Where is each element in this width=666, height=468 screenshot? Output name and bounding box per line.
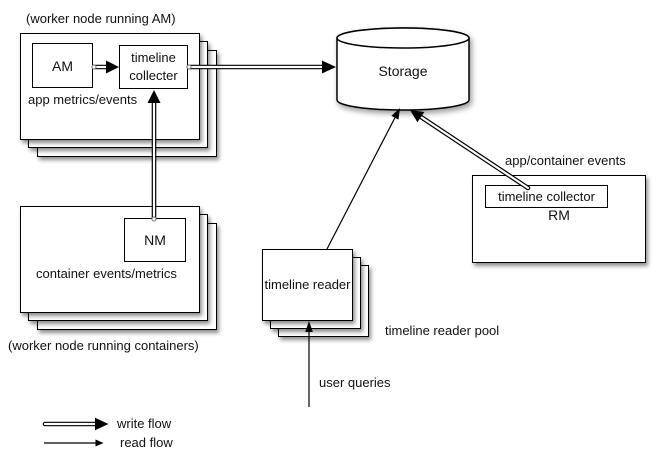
read-arrow-reader-to-storage <box>326 108 400 250</box>
arrow-head <box>95 417 109 431</box>
worker-containers-caption: (worker node running containers) <box>8 338 199 353</box>
timeline-collecter-box: timeline collecter <box>119 45 188 89</box>
arrow-head <box>410 110 425 123</box>
rm-label: RM <box>548 207 570 223</box>
timeline-reader-pool-label: timeline reader pool <box>385 323 500 338</box>
am-box: AM <box>32 43 93 88</box>
rm-timeline-collector-box: timeline collector <box>485 185 608 208</box>
worker-am-caption: (worker node running AM) <box>26 11 176 26</box>
legend-read-label: read flow <box>120 435 173 450</box>
arrow-head <box>322 60 336 74</box>
app-container-events-label: app/container events <box>505 153 626 168</box>
arrow-head <box>391 108 400 120</box>
legend-read-arrow <box>44 439 104 447</box>
legend-write-label: write flow <box>117 416 172 431</box>
app-metrics-events-label: app metrics/events <box>28 92 138 107</box>
user-queries-label: user queries <box>319 375 391 390</box>
arrow-head <box>95 439 104 447</box>
container-events-metrics-label: container events/metrics <box>36 266 177 281</box>
storage-cylinder-top <box>336 27 470 49</box>
nm-box: NM <box>124 218 186 262</box>
legend-write-arrow <box>42 417 109 431</box>
timeline-reader-box: timeline reader <box>262 249 353 321</box>
storage-label: Storage <box>378 63 428 79</box>
